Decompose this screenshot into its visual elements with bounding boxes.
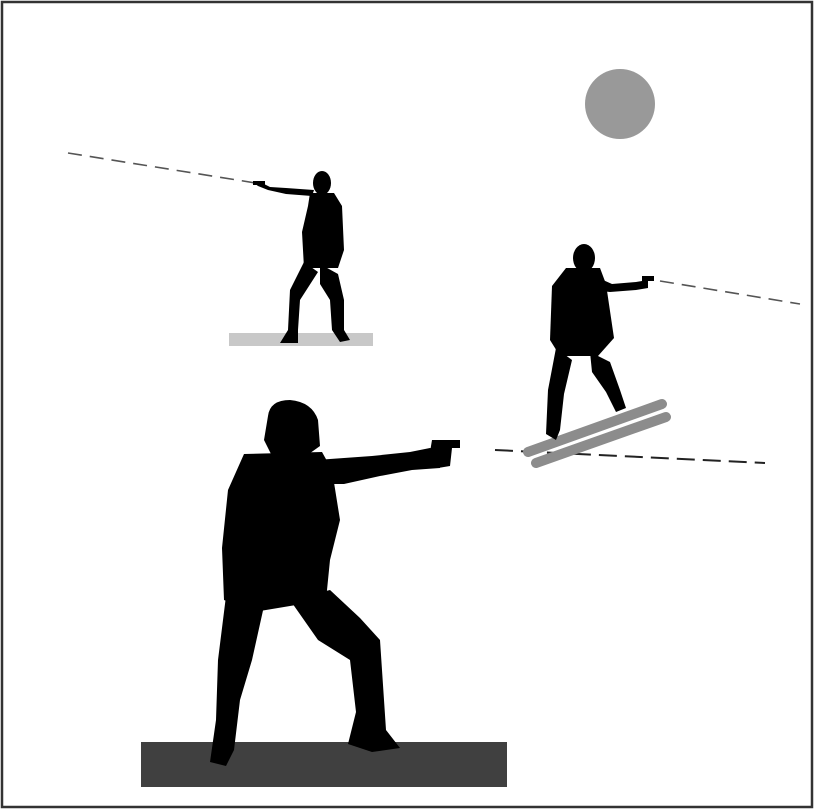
front-platform [141, 742, 507, 787]
back-left-platform [229, 333, 373, 346]
sun-disc [585, 69, 655, 139]
